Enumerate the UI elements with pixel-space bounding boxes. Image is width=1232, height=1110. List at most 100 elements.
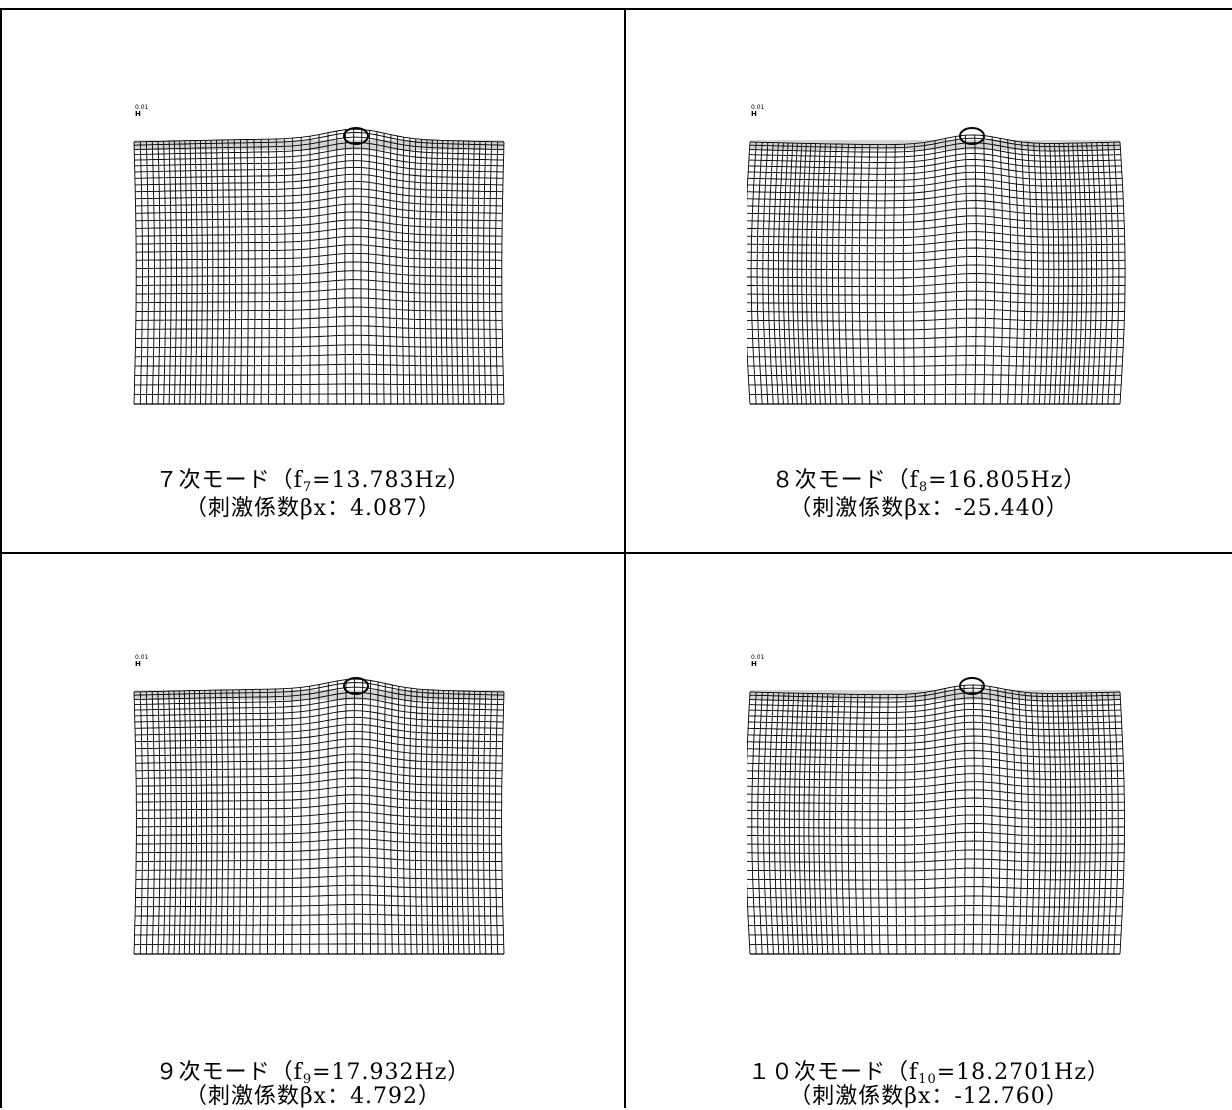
caption-frequency: =13.783Hz）: [312, 468, 470, 493]
scale-label: 0.01 H: [135, 105, 148, 117]
mesh-column-line: [146, 692, 148, 954]
mesh-column-line: [275, 689, 276, 954]
mesh-column-line: [152, 142, 154, 405]
mesh-lines: [134, 679, 504, 954]
mesh-column-line: [377, 682, 378, 954]
mesh-column-line: [179, 691, 181, 954]
mesh-column-line: [894, 145, 896, 405]
mesh-column-line: [276, 139, 277, 404]
participation-factor: （刺激係数βx：-12.760）: [626, 1084, 1232, 1110]
mesh-column-line: [472, 141, 474, 404]
mesh-column-line: [790, 693, 794, 954]
mesh-column-line: [345, 130, 346, 404]
mesh-column-line: [442, 690, 444, 954]
mesh-column-line: [421, 689, 423, 954]
mesh-column-line: [239, 690, 241, 954]
mesh-column-line: [1076, 693, 1080, 954]
mesh-column-line: [1022, 142, 1026, 404]
mesh-lines: [747, 135, 1125, 404]
participation-factor: （刺激係数βx：4.792）: [2, 1084, 624, 1110]
mesh-column-line: [1097, 693, 1101, 954]
mesh-column-line: [830, 694, 833, 954]
mesh-column-line: [184, 691, 186, 954]
mesh-column-line: [824, 694, 828, 954]
mesh-column-line: [1114, 692, 1118, 954]
mode-shape-mesh: [131, 120, 531, 420]
mesh-column-line: [446, 141, 448, 404]
mesh-column-line: [452, 691, 454, 954]
mesh-column-line: [408, 138, 410, 404]
mesh-column-line: [1081, 693, 1085, 954]
mesh-column-line: [283, 689, 284, 954]
mesh-column-line: [436, 140, 438, 404]
mesh-column-line: [1050, 143, 1054, 404]
mesh-column-line: [878, 695, 880, 954]
mesh-column-line: [462, 691, 464, 954]
mesh-column-line: [783, 143, 788, 404]
mesh-column-line: [437, 690, 439, 954]
mesh-column-line: [1042, 693, 1046, 954]
mesh-column-line: [1097, 143, 1102, 404]
mesh-column-line: [1005, 689, 1008, 954]
mesh-column-line: [140, 142, 142, 404]
mesh-column-line: [1055, 143, 1059, 404]
mesh-column-line: [794, 693, 798, 954]
mesh-column-line: [215, 690, 217, 954]
mesh-column-line: [1114, 142, 1119, 404]
mesh-column-line: [806, 144, 811, 405]
mesh-column-line: [158, 691, 160, 954]
mesh-column-line: [217, 140, 219, 404]
mode-shape-mesh: [747, 120, 1147, 420]
mesh-lines: [747, 685, 1125, 954]
mesh-column-line: [1025, 692, 1028, 954]
mesh-column-line: [1031, 693, 1034, 954]
mesh-column-line: [267, 689, 268, 954]
mesh-column-line: [827, 144, 831, 404]
mesh-column-line: [426, 690, 428, 954]
mesh-column-line: [163, 691, 165, 954]
mesh-row-line: [747, 859, 1124, 862]
mesh-column-line: [804, 693, 808, 954]
mesh-column-line: [1012, 691, 1015, 955]
mode-shape-mesh: [747, 670, 1147, 970]
mesh-column-line: [233, 690, 235, 954]
mesh-column-line: [1059, 143, 1064, 404]
mesh-column-line: [1039, 143, 1043, 404]
caption-text: ９次モード（f: [156, 1060, 303, 1085]
mesh-column-line: [1102, 143, 1107, 405]
mesh-column-line: [774, 143, 779, 404]
mesh-column-line: [489, 142, 491, 404]
mesh-column-line: [234, 140, 235, 404]
mesh-column-line: [134, 142, 136, 404]
mesh-column-line: [780, 693, 784, 954]
mesh-column-line: [1057, 693, 1061, 954]
mesh-column-line: [189, 691, 191, 954]
mesh-column-line: [410, 688, 412, 954]
mesh-column-line: [1108, 692, 1112, 954]
mesh-column-line: [757, 142, 762, 404]
mesh-column-line: [292, 688, 293, 954]
mesh-column-line: [990, 686, 992, 954]
mesh-column-line: [975, 135, 977, 404]
mesh-column-line: [862, 695, 865, 955]
mesh-column-line: [867, 145, 870, 405]
mesh-column-line: [905, 694, 906, 954]
mesh-column-line: [190, 141, 192, 404]
mesh-column-line: [1086, 693, 1090, 954]
mesh-column-line: [478, 141, 480, 404]
mesh-column-line: [425, 140, 427, 404]
mesh-column-line: [195, 141, 197, 405]
mesh-column-line: [859, 144, 862, 404]
mesh-column-line: [992, 137, 994, 404]
mode-panel-10: 0.01 H １０次モード（f10=18.2701Hz） （刺激係数βx：-12…: [626, 554, 1232, 1108]
mesh-column-line: [842, 694, 845, 954]
mesh-column-line: [495, 692, 497, 954]
mesh-column-line: [496, 142, 498, 404]
mesh-column-line: [221, 690, 223, 954]
mesh-column-line: [194, 691, 196, 955]
mesh-column-line: [354, 679, 355, 954]
mesh-column-line: [447, 691, 449, 954]
mesh-column-line: [457, 691, 459, 954]
mesh-column-line: [200, 690, 202, 954]
mesh-column-line: [253, 689, 254, 954]
